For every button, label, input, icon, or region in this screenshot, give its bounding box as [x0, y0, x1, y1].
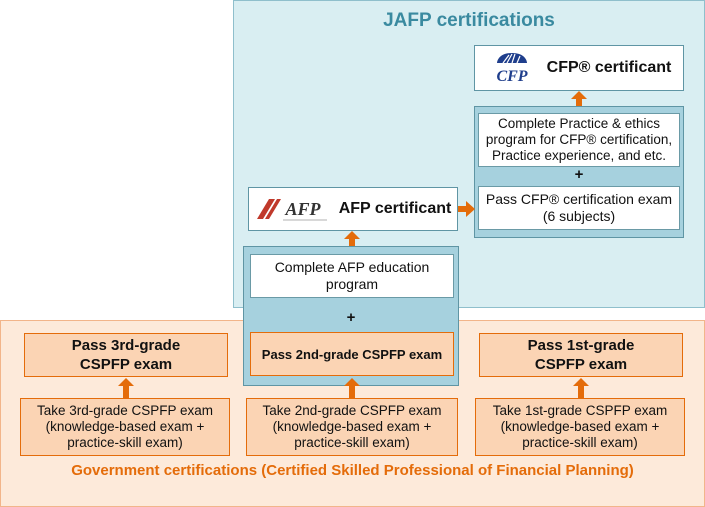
afp-certificant-label: AFP certificant: [338, 200, 452, 217]
cfp-certificant-label: CFP® certificant: [546, 59, 672, 76]
take-2nd-grade-box: Take 2nd-grade CSPFP exam (knowledge-bas…: [246, 398, 458, 456]
take-1st-grade-box: Take 1st-grade CSPFP exam (knowledge-bas…: [475, 398, 685, 456]
cfp-logo-text: CFP: [496, 68, 527, 85]
plus-sign-afp: +: [346, 309, 356, 326]
pass-1st-grade-box: Pass 1st-grade CSPFP exam: [479, 333, 683, 377]
cfp-certificant-box: CFP CFP® certificant: [474, 45, 684, 91]
cfp-exam-box: Pass CFP® certification exam (6 subjects…: [478, 186, 680, 230]
practice-ethics-box: Complete Practice & ethics program for C…: [478, 113, 680, 167]
arrow-afp-to-cfp-shaft: [458, 206, 468, 212]
pass-2nd-grade-box: Pass 2nd-grade CSPFP exam: [250, 332, 454, 376]
take-3rd-grade-box: Take 3rd-grade CSPFP exam (knowledge-bas…: [20, 398, 230, 456]
pass-3rd-grade-box: Pass 3rd-grade CSPFP exam: [24, 333, 228, 377]
afp-education-box: Complete AFP education program: [250, 254, 454, 298]
government-title: Government certifications (Certified Ski…: [71, 462, 634, 479]
arrow-afp-to-cfp-head: [466, 201, 475, 217]
plus-sign-cfp: +: [574, 166, 584, 183]
cfp-logo-icon: CFP: [487, 51, 537, 85]
jafp-title: JAFP certifications: [383, 10, 555, 31]
afp-logo-text: AFP: [284, 199, 321, 219]
afp-logo-icon: AFP: [255, 195, 331, 223]
afp-certificant-box: AFP AFP certificant: [248, 187, 458, 231]
